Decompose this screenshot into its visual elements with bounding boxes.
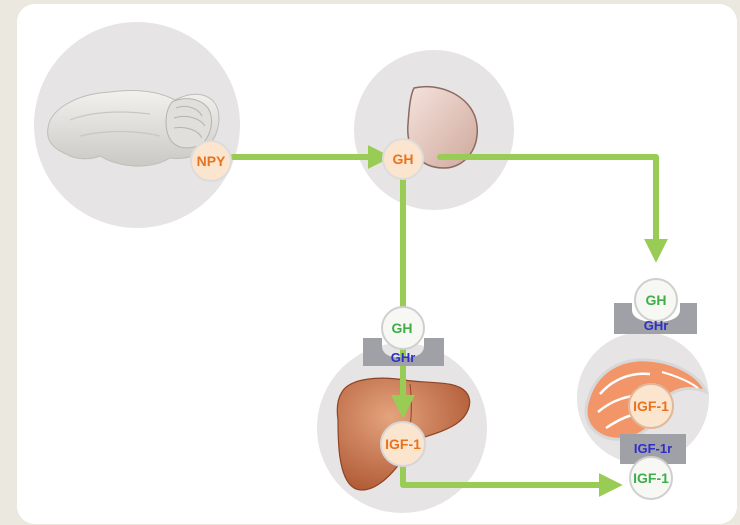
npy-label: NPY bbox=[197, 153, 226, 169]
ghr-liver-label: GHr bbox=[391, 350, 416, 365]
igf1-muscle-node: IGF-1 bbox=[629, 384, 673, 428]
gh-liver-node: GH bbox=[382, 307, 424, 349]
igf1-bound-label: IGF-1 bbox=[633, 470, 669, 486]
ghr-muscle-label: GHr bbox=[644, 318, 669, 333]
npy-node: NPY bbox=[191, 141, 231, 181]
igf1-muscle-label: IGF-1 bbox=[633, 398, 669, 414]
gh-muscle-label: GH bbox=[646, 292, 667, 308]
gh-pituitary-node: GH bbox=[383, 139, 423, 179]
igf1-bound-node: IGF-1 bbox=[630, 457, 672, 499]
igf1-liver-label: IGF-1 bbox=[385, 436, 421, 452]
gh-pituitary-label: GH bbox=[393, 151, 414, 167]
gh-liver-label: GH bbox=[392, 320, 413, 336]
igf1r-muscle-label: IGF-1r bbox=[634, 441, 672, 456]
igf1-liver-node: IGF-1 bbox=[381, 422, 425, 466]
gh-muscle-node: GH bbox=[635, 279, 677, 321]
